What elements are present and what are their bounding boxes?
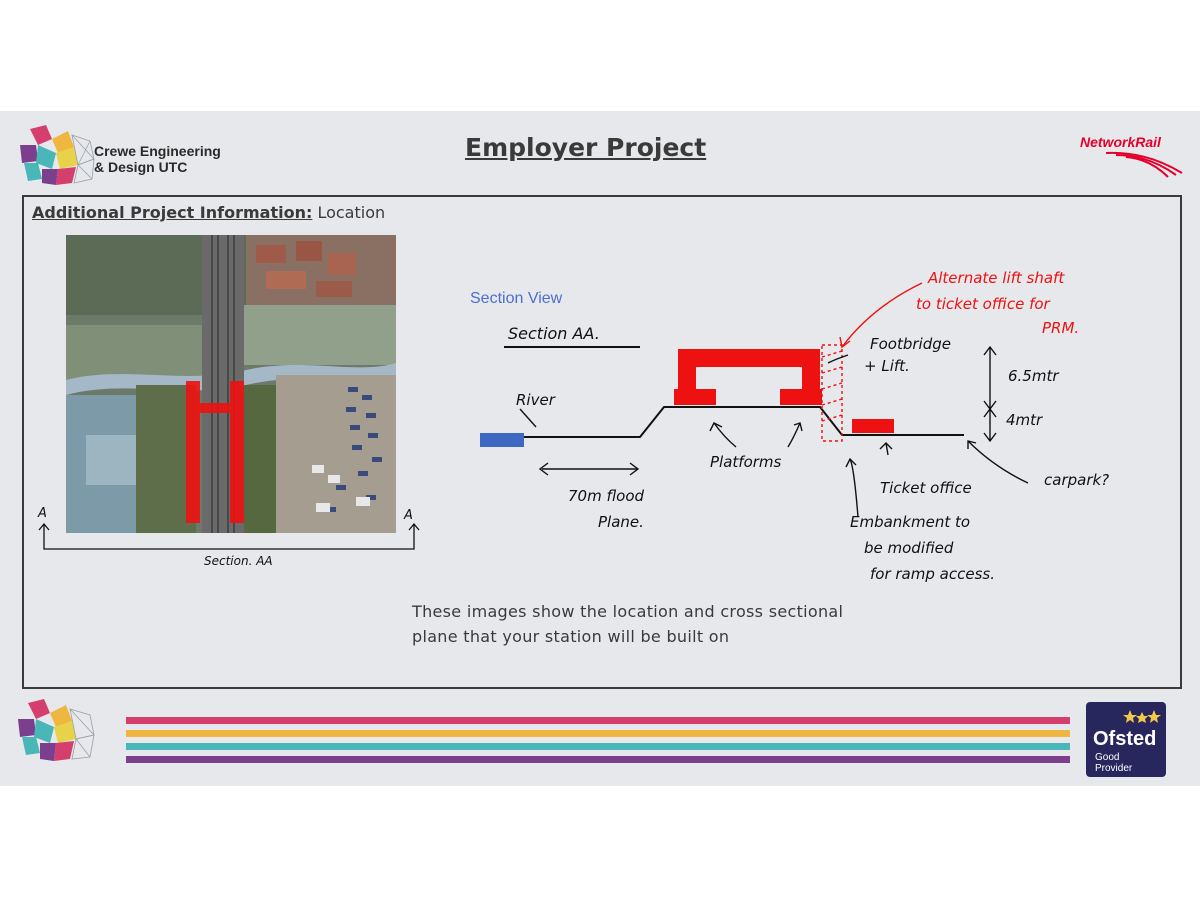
label-flood-plane-1: 70m flood — [568, 487, 645, 505]
label-river: River — [516, 391, 556, 409]
section-heading: Additional Project Information: Location — [32, 203, 385, 222]
stripe-yellow — [126, 730, 1070, 737]
label-dim-upper: 6.5mtr — [1008, 367, 1059, 385]
label-embankment-1: Embankment to — [850, 513, 970, 531]
footbridge-structure — [674, 349, 894, 433]
annotation-arrows — [519, 354, 1029, 518]
label-embankment-3: for ramp access. — [870, 565, 995, 583]
stripe-pink — [126, 717, 1070, 724]
section-title: Section AA. — [508, 324, 600, 343]
alt-lift-arrow — [839, 282, 923, 349]
section-heading-value: Location — [312, 203, 386, 222]
ofsted-rating: Good Provider — [1095, 752, 1133, 774]
networkrail-logo-text: NetworkRail — [1080, 134, 1162, 150]
label-flood-plane-2: Plane. — [598, 513, 644, 531]
caption: These images show the location and cross… — [412, 602, 844, 646]
section-aa-label: Section. AA — [204, 554, 273, 568]
footer-stripes — [126, 717, 1070, 769]
section-line — [38, 522, 420, 550]
label-alt-lift-3: PRM. — [1042, 319, 1079, 337]
aerial-photo — [66, 235, 396, 533]
label-platforms: Platforms — [710, 453, 782, 471]
label-ticket-office: Ticket office — [880, 479, 972, 497]
networkrail-logo: NetworkRail — [1080, 134, 1183, 178]
utc-logo — [20, 125, 95, 185]
section-marker-left: A — [37, 506, 47, 521]
stripe-purple — [126, 756, 1070, 763]
label-alt-lift-1: Alternate lift shaft — [927, 269, 1065, 287]
page-title: Employer Project — [465, 133, 707, 162]
utc-logo-mark — [20, 125, 95, 185]
label-footbridge-1: Footbridge — [870, 335, 951, 353]
section-view-label: Section View — [470, 290, 563, 307]
label-footbridge-2: + Lift. — [864, 357, 910, 375]
height-dimensions — [983, 345, 997, 443]
ofsted-word: Ofsted — [1093, 728, 1157, 750]
org-name: Crewe Engineering & Design UTC — [94, 143, 221, 175]
proposed-station-overlay — [186, 381, 244, 523]
ground-profile — [520, 406, 964, 438]
label-car-park: carpark? — [1044, 471, 1109, 489]
river-block — [480, 433, 524, 447]
alternate-lift-shaft — [821, 344, 843, 442]
section-marker-right: A — [403, 508, 413, 523]
section-heading-label: Additional Project Information: — [32, 203, 313, 222]
content-panel: Additional Project Information: Location — [22, 195, 1182, 689]
slide: Crewe Engineering & Design UTC Employer … — [0, 111, 1200, 786]
section-diagram: A A Section. AA Section View Section AA. — [37, 269, 1109, 583]
label-alt-lift-2: to ticket office for — [916, 295, 1051, 313]
utc-footer-logo — [18, 699, 95, 761]
label-embankment-2: be modified — [864, 539, 954, 557]
label-dim-lower: 4mtr — [1006, 411, 1043, 429]
stripe-teal — [126, 743, 1070, 750]
ofsted-stars-icon — [1123, 710, 1161, 723]
ofsted-badge: Ofsted Good Provider — [1086, 702, 1166, 777]
